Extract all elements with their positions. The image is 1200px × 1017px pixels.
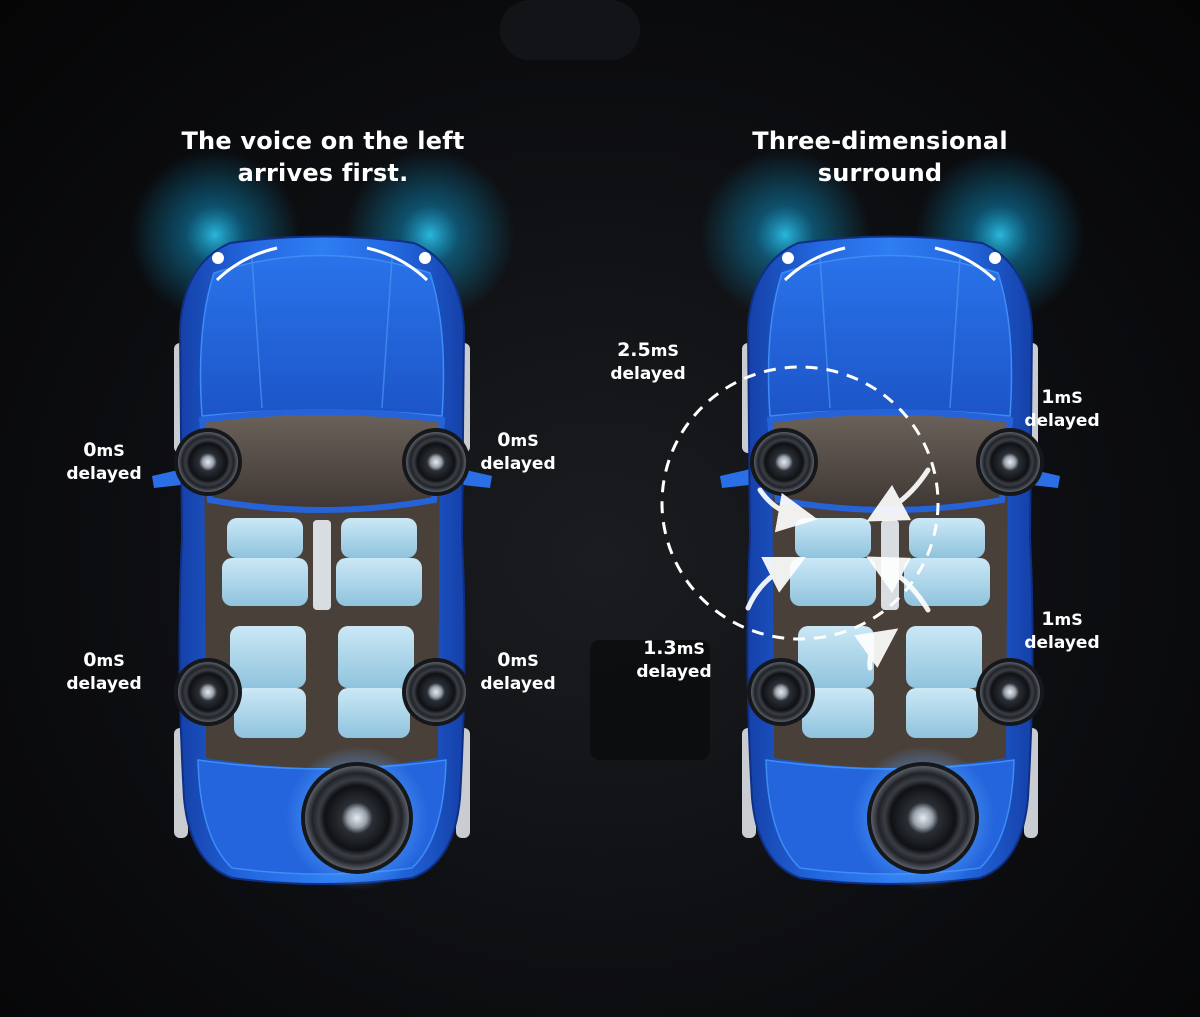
value: 0 <box>497 429 511 451</box>
delay-text: delayed <box>66 674 142 694</box>
speaker-left-rear-left <box>174 658 242 726</box>
label-right-front-right: 1mS delayed <box>1002 385 1122 432</box>
surround-circle <box>660 365 940 641</box>
unit: mS <box>676 639 705 658</box>
unit: mS <box>1054 610 1083 629</box>
speaker-right-rear-right <box>976 658 1044 726</box>
arrow-rear-right <box>866 556 931 613</box>
delay-text: delayed <box>480 674 556 694</box>
value: 1.3 <box>643 637 677 659</box>
value: 0 <box>83 649 97 671</box>
delay-text: delayed <box>610 364 686 384</box>
panel-left-title-line1: The voice on the left <box>181 127 465 155</box>
delay-text: delayed <box>66 464 142 484</box>
unit: mS <box>96 441 125 460</box>
speaker-right-front-left <box>750 428 818 496</box>
speaker-right-front-right <box>976 428 1044 496</box>
label-left-front-right: 0mS delayed <box>458 428 578 475</box>
panel-right-title-line2: surround <box>817 159 943 187</box>
arrow-rear-left <box>745 557 806 611</box>
sound-arrows <box>745 467 931 671</box>
unit: mS <box>1054 388 1083 407</box>
label-right-rear-left: 1.3mS delayed <box>614 636 734 683</box>
value: 1 <box>1041 608 1055 630</box>
delay-text: delayed <box>636 662 712 682</box>
panel-left-title-line2: arrives first. <box>237 159 409 187</box>
delay-text: delayed <box>1024 633 1100 653</box>
speaker-right-rear-left <box>747 658 815 726</box>
arrow-front-right <box>866 467 931 522</box>
unit: mS <box>96 651 125 670</box>
label-right-rear-right: 1mS delayed <box>1002 607 1122 654</box>
panel-right-title: Three-dimensional surround <box>710 125 1050 189</box>
label-left-rear-right: 0mS delayed <box>458 648 578 695</box>
value: 0 <box>497 649 511 671</box>
unit: mS <box>650 341 679 360</box>
arrow-rear-center <box>854 628 899 671</box>
delay-text: delayed <box>480 454 556 474</box>
panel-right-title-line1: Three-dimensional <box>752 127 1008 155</box>
label-right-front-left: 2.5mS delayed <box>588 338 708 385</box>
unit: mS <box>510 651 539 670</box>
value: 0 <box>83 439 97 461</box>
value: 1 <box>1041 386 1055 408</box>
panel-left-title: The voice on the left arrives first. <box>153 125 493 189</box>
speaker-left-front-left <box>174 428 242 496</box>
label-left-rear-left: 0mS delayed <box>44 648 164 695</box>
subwoofer-left <box>285 746 429 890</box>
unit: mS <box>510 431 539 450</box>
subwoofer-right <box>851 746 995 890</box>
label-left-front-left: 0mS delayed <box>44 438 164 485</box>
value: 2.5 <box>617 339 651 361</box>
arrow-front-left <box>757 487 818 533</box>
delay-text: delayed <box>1024 411 1100 431</box>
